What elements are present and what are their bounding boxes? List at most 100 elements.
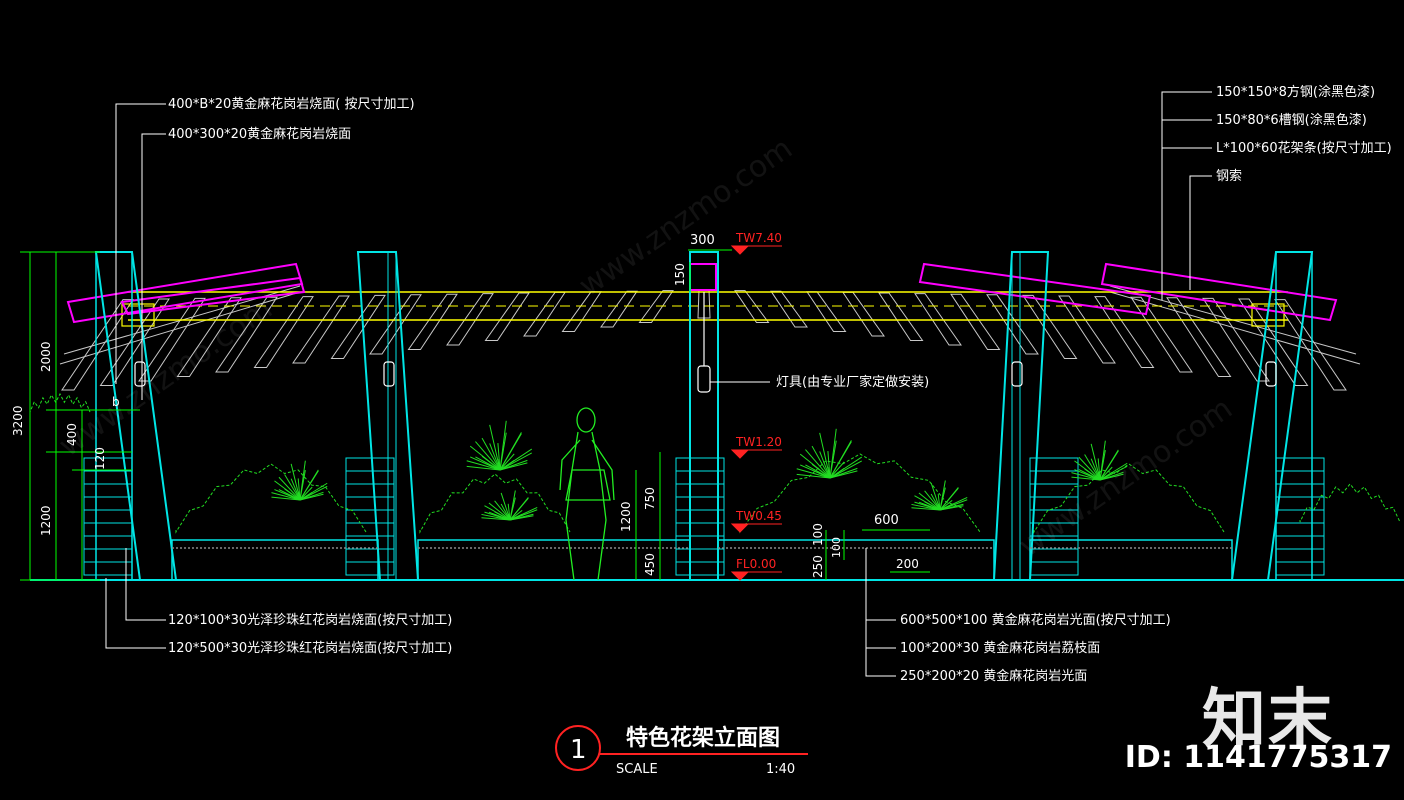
plant-leaf <box>507 503 511 521</box>
plant-leaf <box>914 495 941 511</box>
elevation-fl000: FL0.00 <box>736 557 776 571</box>
plant-leaf <box>829 467 858 479</box>
pergola-slat <box>842 291 885 337</box>
stone-course <box>83 561 133 576</box>
dim-b: b <box>112 395 120 409</box>
dim-400: 400 <box>65 423 79 446</box>
plant-leaf <box>274 480 301 501</box>
plant-leaf <box>939 487 959 511</box>
dim-100-a: 100 <box>811 523 825 546</box>
plant-leaf <box>299 491 324 501</box>
stone-course <box>83 522 133 537</box>
shrub-outline <box>739 453 981 534</box>
plant-leaf <box>1074 460 1101 481</box>
callout-right-top-1: 150*150*8方钢(涂黑色漆) <box>1216 84 1375 100</box>
plant-leaf <box>481 437 501 471</box>
dim-150: 150 <box>673 263 687 286</box>
dim-300: 300 <box>690 233 715 248</box>
pergola-slat <box>1130 296 1193 373</box>
stone-course <box>1029 561 1079 576</box>
plant-leaf <box>1097 458 1101 481</box>
dim-2000: 2000 <box>39 341 53 372</box>
plant-leaf <box>499 459 528 471</box>
plant-leaf <box>290 478 301 501</box>
plant-leaf <box>829 461 845 479</box>
plant-leaf <box>1099 440 1106 481</box>
pergola-slat <box>253 296 314 368</box>
pergola-slat <box>1022 294 1078 359</box>
dimension-lines <box>20 249 930 581</box>
stone-course <box>83 496 133 511</box>
drawing-text: 400*B*20黄金麻花岗岩烧面( 按尺寸加工) 400*300*20黄金麻花岗… <box>11 84 1392 777</box>
plant-leaf <box>481 513 511 521</box>
callout-right-top-4: 钢索 <box>1216 169 1242 184</box>
callout-right-bottom-2: 100*200*30 黄金麻花岗岩荔枝面 <box>900 640 1100 656</box>
stone-course <box>83 509 133 524</box>
dim-200: 200 <box>896 557 919 571</box>
drawing-title: 特色花架立面图 <box>626 725 780 751</box>
pergola-slat <box>215 296 278 373</box>
plant-leaf <box>796 473 831 479</box>
plant-leaf <box>466 460 501 471</box>
stone-course <box>1275 548 1325 563</box>
stone-course <box>345 535 395 550</box>
shrub-outline <box>1299 483 1401 523</box>
person-figure <box>559 407 615 581</box>
plant-leaf <box>509 497 529 521</box>
dim-750: 750 <box>643 487 657 510</box>
plant-leaf <box>489 443 501 471</box>
plant-leaf <box>911 503 941 511</box>
plant-leaf <box>299 485 328 501</box>
pergola-slat <box>950 293 1001 350</box>
stone-course <box>345 483 395 498</box>
dim-1200-left: 1200 <box>39 505 53 536</box>
plant-leaf <box>475 456 501 471</box>
dim-450: 450 <box>643 553 657 576</box>
plant-leaf <box>500 503 511 521</box>
plant-leaf <box>924 490 941 511</box>
plant-leaf <box>488 502 511 521</box>
plant-leaf <box>299 460 306 501</box>
plant-leaf <box>1090 458 1101 481</box>
scale-value: 1:40 <box>766 762 795 777</box>
pergola-slat <box>1274 299 1347 391</box>
pergola-slat <box>986 294 1039 355</box>
plant-leaf <box>918 492 941 511</box>
pergola-slat <box>734 290 770 323</box>
pergola-slat <box>369 294 422 355</box>
plant-leaf <box>918 501 941 511</box>
image-id: ID: 1141775317 <box>1124 740 1392 775</box>
callout-left-top-1: 400*B*20黄金麻花岗岩烧面( 按尺寸加工) <box>168 96 415 112</box>
pergola-slat <box>61 299 134 391</box>
plant-leaf <box>1099 449 1119 481</box>
plant-leaf <box>481 517 511 521</box>
stone-course <box>83 548 133 563</box>
pergola-slat <box>878 292 924 341</box>
plant-leaf <box>827 450 831 479</box>
plant-leaf <box>271 492 301 501</box>
callout-left-top-2: 400*300*20黄金麻花岗岩烧面 <box>168 126 351 142</box>
pergola-slat <box>407 293 458 350</box>
scale-label: SCALE <box>616 762 658 777</box>
dim-3200: 3200 <box>11 405 25 436</box>
plant-leaf <box>937 493 941 511</box>
plant-leaf <box>805 449 831 479</box>
stone-course <box>675 496 725 511</box>
plant-leaf <box>911 507 941 511</box>
plant-leaf <box>939 499 953 511</box>
title-number: 1 <box>570 735 587 765</box>
pergola-slat <box>1202 297 1270 382</box>
plant-leaf <box>1099 471 1124 481</box>
plant-leaf <box>799 453 831 479</box>
plant-leaf <box>499 432 522 471</box>
stone-course <box>345 509 395 524</box>
pergola-slat <box>638 290 674 323</box>
plant-leaf <box>494 500 511 521</box>
plant-leaf <box>829 428 837 479</box>
plant-leaf <box>1078 456 1101 481</box>
stone-course <box>83 483 133 498</box>
plant-leaf <box>829 460 862 479</box>
plant-leaf <box>278 476 301 501</box>
plant-leaf <box>805 464 831 479</box>
dim-100-b: 100 <box>830 537 843 558</box>
